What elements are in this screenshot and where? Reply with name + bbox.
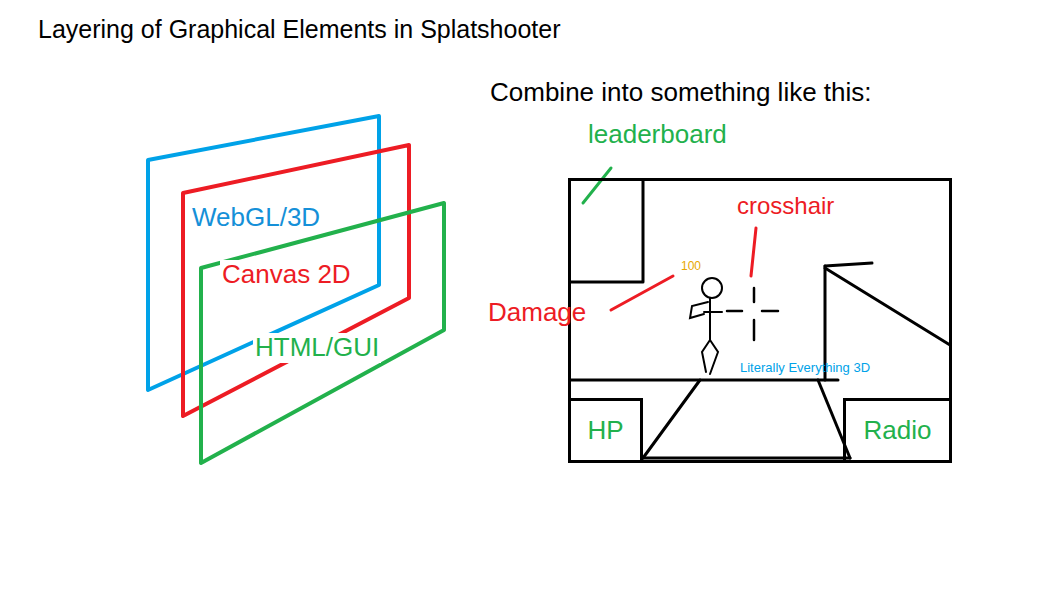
panel-label: HP (587, 416, 623, 446)
crosshair-tick (727, 310, 742, 313)
game-screen: Literally Everything 3D HP Radio (568, 178, 952, 463)
stick-figure (690, 278, 722, 374)
figure-gun (704, 311, 722, 313)
leader-line (583, 168, 611, 203)
ground-line (571, 379, 838, 382)
figure-arm (690, 302, 708, 318)
subheading: Combine into something like this: (490, 78, 872, 108)
callout-label: leaderboard (588, 120, 727, 150)
html-layer: HTML/GUI (201, 203, 444, 463)
leaderboard-panel (571, 180, 643, 282)
figure-head (702, 278, 722, 298)
layer-label: WebGL/3D (190, 203, 322, 233)
parallelogram-frame (183, 145, 409, 416)
crosshair-tick (762, 310, 778, 313)
layer-label: Canvas 2D (220, 260, 353, 290)
figure-leg (710, 340, 718, 374)
panel-label: Radio (864, 416, 932, 446)
damage-number: 100 (681, 260, 701, 274)
diagram-title: Layering of Graphical Elements in Splats… (38, 15, 561, 44)
radio-panel: Radio (843, 398, 949, 460)
floor-edge (643, 457, 850, 460)
parallelogram-frame (201, 203, 444, 463)
callout-label: Damage (488, 298, 586, 328)
layer-label: HTML/GUI (253, 333, 381, 363)
hp-panel: HP (571, 398, 643, 460)
figure-leg (702, 340, 710, 372)
leader-line (611, 276, 673, 310)
canvas-layer: Canvas 2D (183, 145, 409, 416)
callout-label: crosshair (737, 192, 834, 220)
crosshair-symbol (727, 288, 778, 340)
screen-caption: Literally Everything 3D (740, 361, 870, 376)
wall-edge (825, 263, 872, 266)
wall-diagonal (825, 268, 950, 345)
floor-edge (643, 380, 700, 458)
leader-line (751, 228, 756, 276)
crosshair-tick (753, 288, 756, 302)
figure-body (709, 298, 711, 340)
crosshair-tick (753, 320, 756, 340)
